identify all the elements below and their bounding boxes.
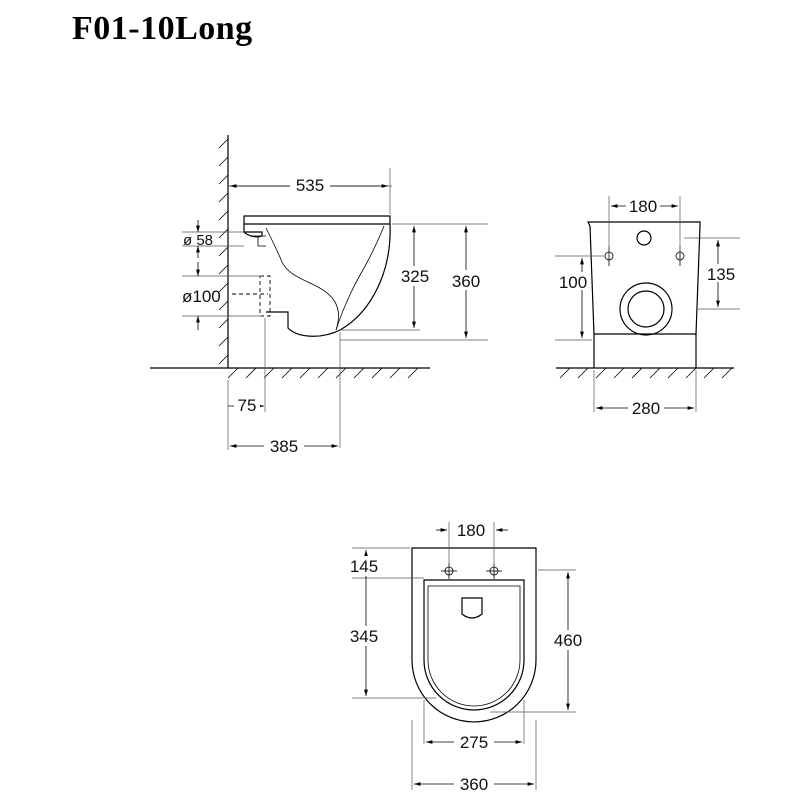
top-seat: [423, 579, 525, 711]
dim-inlet: ø 58: [183, 232, 213, 249]
inlet-hole: [636, 230, 652, 246]
rear-body: [587, 221, 701, 335]
dim-535: 535: [296, 176, 324, 195]
dim-75: 75: [238, 396, 257, 415]
dim-385: 385: [270, 437, 298, 456]
outlet-pipe: [259, 275, 271, 317]
top-dim-460: 460: [554, 631, 582, 650]
rear-view: 180 100 135 280: [555, 196, 740, 418]
dim-outlet: ø100: [182, 287, 221, 306]
inlet-connector: [243, 224, 263, 238]
bowl-inner: [335, 225, 385, 331]
toilet-seat: [243, 215, 391, 225]
top-dim-145: 145: [350, 557, 378, 576]
wall-hatch: [218, 138, 229, 365]
trapway-line: [265, 227, 339, 331]
top-dim-360: 360: [460, 775, 488, 794]
top-dim-345: 345: [350, 627, 378, 646]
rear-dim-280: 280: [632, 399, 660, 418]
top-view: 180 145 345 460 275 360: [344, 521, 586, 794]
top-bowl-rim: [427, 585, 521, 707]
rear-floor-hatch: [559, 367, 733, 379]
page-title: F01-10Long: [72, 10, 253, 47]
outlet-ring-outer: [619, 282, 673, 336]
flush-hole: [461, 597, 483, 619]
floor-hatch: [227, 367, 419, 379]
dim-325: 325: [401, 267, 429, 286]
side-view: 535 ø 58 ø100 325 360 75 385: [150, 135, 488, 456]
bowl-outer: [266, 223, 391, 337]
top-body-outer: [411, 547, 537, 723]
inlet-pipe: [250, 235, 266, 247]
top-dim-275: 275: [460, 733, 488, 752]
top-dim-180: 180: [457, 521, 485, 540]
rear-dim-180: 180: [629, 197, 657, 216]
rear-dim-135: 135: [707, 265, 735, 284]
dim-360: 360: [452, 272, 480, 291]
outlet-ring-inner: [627, 290, 665, 328]
rear-dim-100: 100: [559, 273, 587, 292]
